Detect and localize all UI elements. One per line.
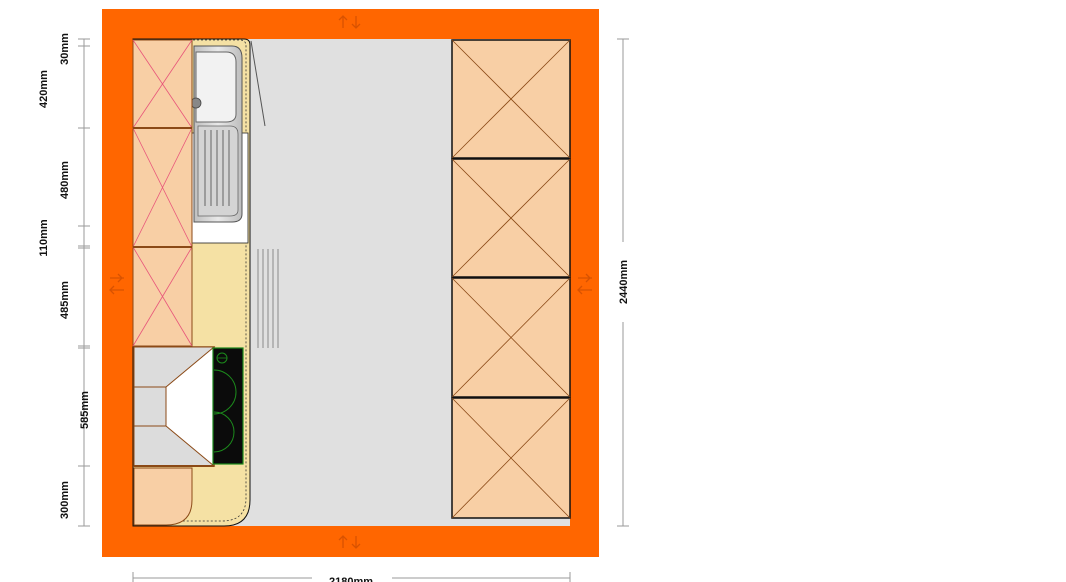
dimension-label: 585mm xyxy=(79,391,91,429)
extractor-hood-icon xyxy=(133,346,216,467)
dimension-label: 110mm xyxy=(38,219,50,257)
tall-unit xyxy=(451,158,571,278)
hob-icon xyxy=(212,347,244,465)
appliance-door-swing xyxy=(250,40,266,127)
wall-cabinet xyxy=(132,246,193,347)
dimension-label-total-height: 2440mm xyxy=(618,260,630,304)
corner-base-unit xyxy=(133,467,193,526)
wall-cabinet xyxy=(132,39,193,129)
dimension-label: 480mm xyxy=(59,161,71,199)
dimension-chain-left xyxy=(78,38,90,527)
door-arrow-icon xyxy=(338,15,361,29)
dimension-label: 485mm xyxy=(59,281,71,319)
dimension-label: 300mm xyxy=(59,481,71,519)
wall-cabinet xyxy=(132,127,193,248)
tall-unit xyxy=(451,397,571,519)
sink-icon xyxy=(190,45,249,244)
tall-unit xyxy=(451,39,571,159)
dimension-label: 420mm xyxy=(38,70,50,108)
drainer-rack xyxy=(257,249,279,348)
dimension-line-bottom xyxy=(132,572,571,582)
door-arrow-icon xyxy=(109,273,124,295)
dimension-label-total-width: 2180mm xyxy=(329,576,373,582)
dimension-label: 30mm xyxy=(59,33,71,65)
tall-unit xyxy=(451,277,571,398)
door-arrow-icon xyxy=(338,535,361,549)
door-arrow-icon xyxy=(577,273,592,295)
dimension-line-right xyxy=(617,38,629,527)
